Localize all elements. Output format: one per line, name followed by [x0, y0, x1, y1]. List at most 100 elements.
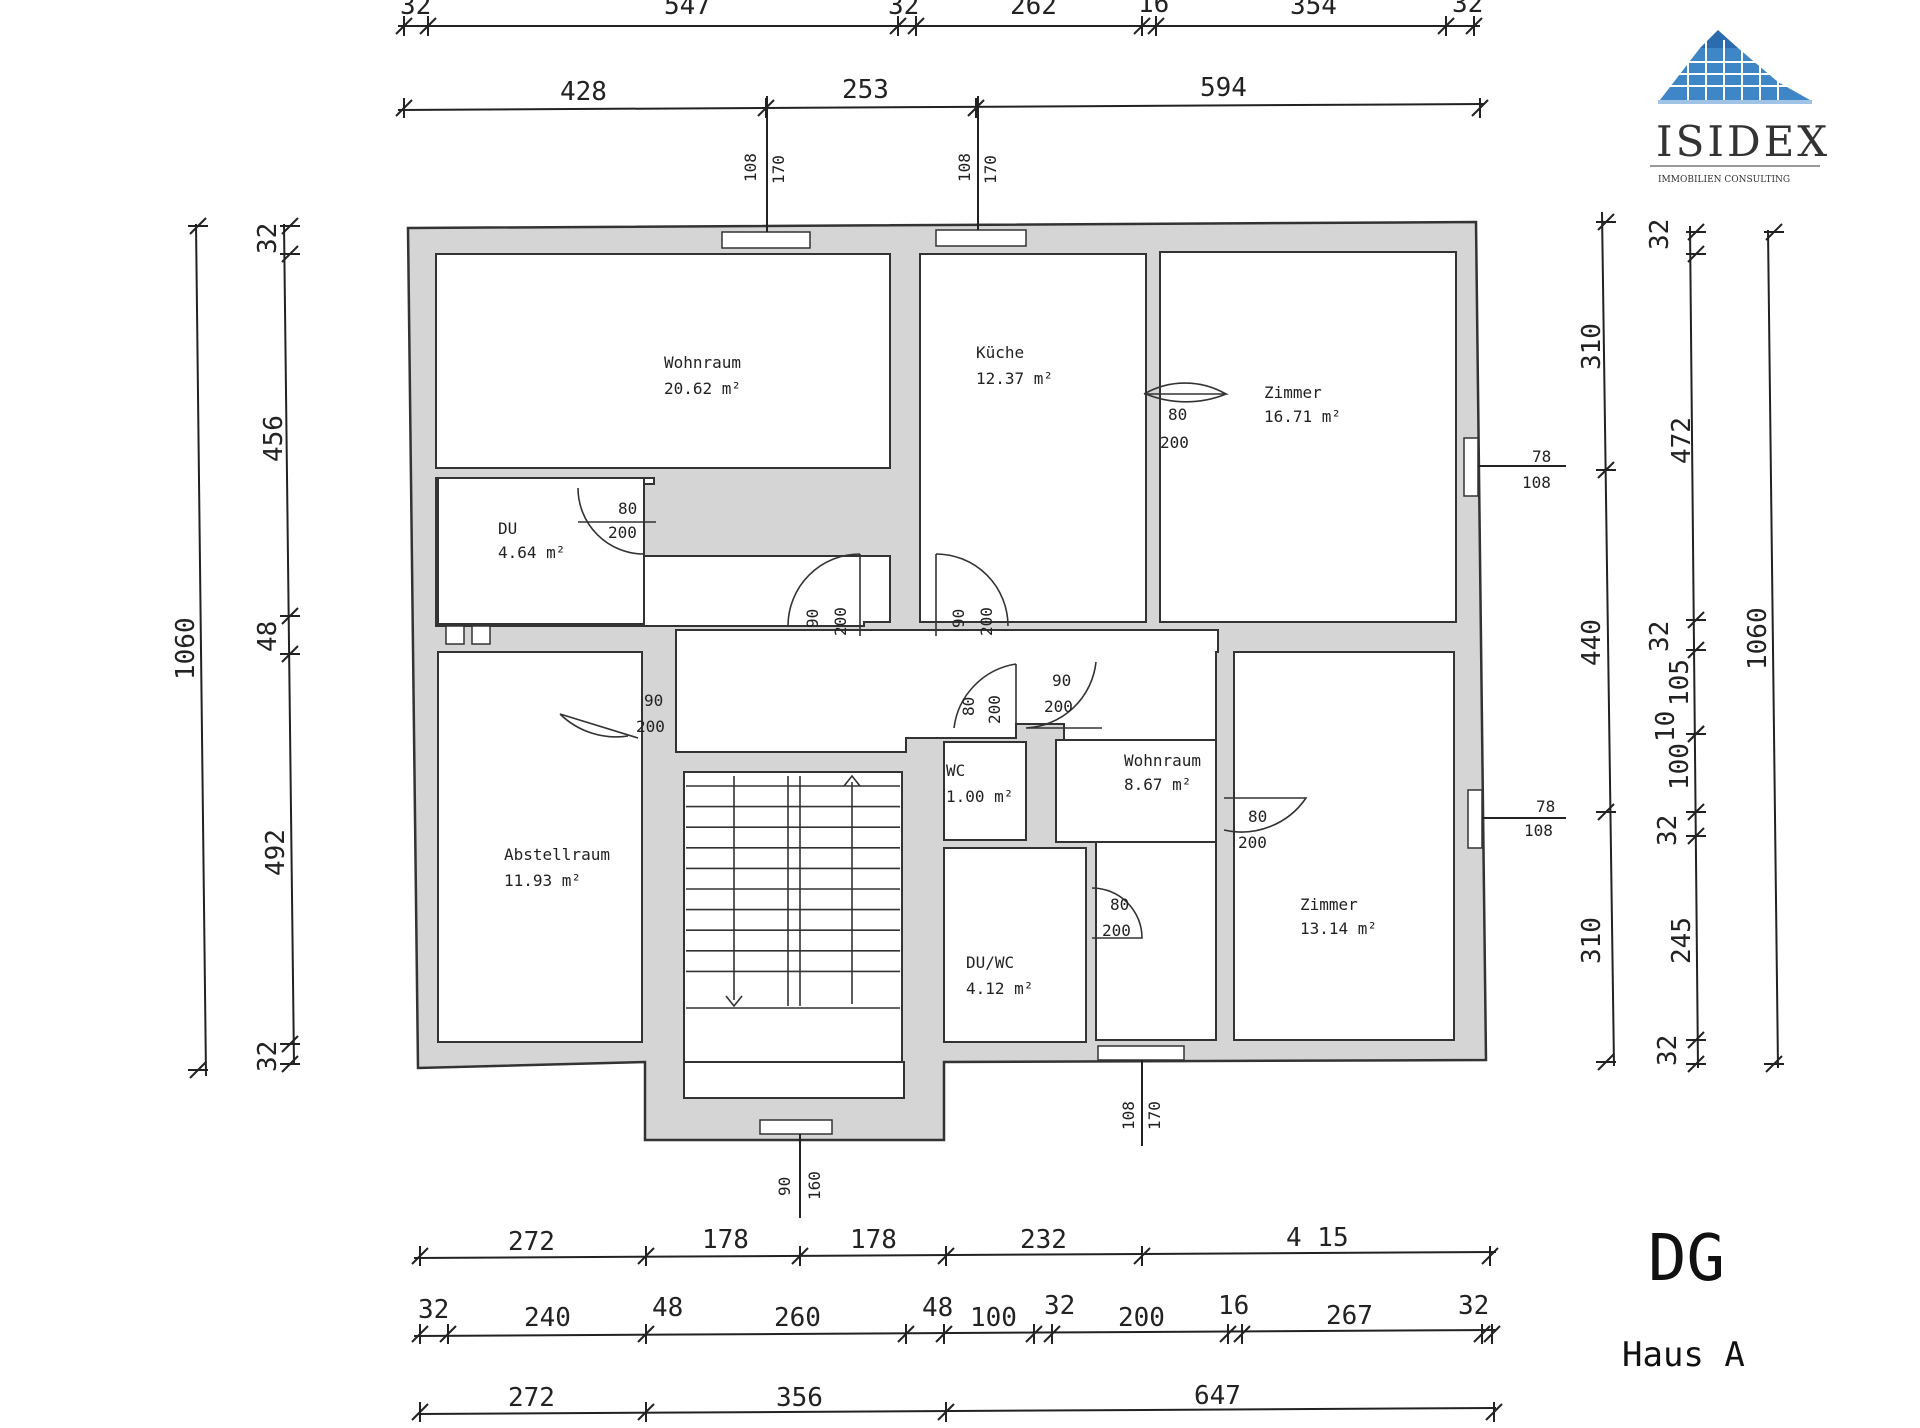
window-top-left-w: 108: [741, 153, 760, 182]
window-top-left-h: 170: [769, 155, 788, 184]
window-right-2-w: 78: [1536, 797, 1555, 816]
dim-left-part-2: 48: [253, 621, 283, 652]
dim-bottom2-9: 267: [1326, 1301, 1373, 1331]
door-zimmer1-w: 80: [1168, 405, 1187, 424]
door-wohnraum-h: 200: [831, 607, 850, 636]
dim-bottom1-1: 178: [702, 1225, 749, 1255]
room-area-zimmer-2: 13.14 m²: [1300, 919, 1377, 938]
dim-right1-1: 440: [1577, 619, 1607, 666]
door-wc-h: 200: [985, 695, 1004, 724]
window-bottom-w: 108: [1119, 1101, 1138, 1130]
window-stair-h: 160: [805, 1171, 824, 1200]
door-wohnraum-w: 90: [803, 609, 822, 628]
dim-left-part-3: 492: [261, 829, 291, 876]
logo-subtitle: IMMOBILIEN CONSULTING: [1658, 175, 1790, 185]
dim-top1-5: 354: [1290, 0, 1337, 21]
window-stair-w: 90: [775, 1177, 794, 1196]
dim-bottom1-4: 4 15: [1286, 1223, 1349, 1253]
dim-left-total: 1060: [171, 617, 201, 680]
dim-right2-5: 100: [1665, 743, 1695, 790]
door-wc-w: 80: [959, 697, 978, 716]
room-label-du: DU: [498, 519, 517, 538]
dim-bottom2-6: 32: [1044, 1291, 1075, 1321]
dim-top1-1: 547: [664, 0, 711, 21]
room-floor-abstellraum: [437, 651, 643, 1043]
windows: [721, 96, 1566, 1218]
dim-top1-2: 32: [888, 0, 919, 21]
door-zimmer2-w: 80: [1248, 807, 1267, 826]
dim-right2-1: 472: [1667, 417, 1697, 464]
room-floor-wc: [943, 741, 1027, 841]
door-wohnraum2-w: 90: [1052, 671, 1071, 690]
dim-right2-8: 32: [1653, 1035, 1683, 1066]
room-label-kueche: Küche: [976, 343, 1024, 362]
room-area-wc: 1.00 m²: [946, 787, 1013, 806]
dim-bottom1-3: 232: [1020, 1225, 1067, 1255]
dim-left-part-4: 32: [253, 1041, 283, 1072]
dim-bottom2-3: 260: [774, 1303, 821, 1333]
window-right-2-h: 108: [1524, 821, 1553, 840]
room-floor-zimmer-2: [1233, 651, 1455, 1041]
dim-left-part-1: 456: [259, 415, 289, 462]
window-top-right-w: 108: [955, 153, 974, 182]
opening-labels: 108 170 108 170 78 108 78 108 108 170 90…: [608, 153, 1555, 1200]
dim-top2-0: 428: [560, 77, 607, 107]
door-duwc-h: 200: [1102, 921, 1131, 940]
level-label: DG: [1648, 1222, 1725, 1296]
dim-bottom3-0: 272: [508, 1383, 555, 1413]
dim-top1-3: 262: [1010, 0, 1057, 21]
building-walls: [406, 220, 1488, 1142]
room-area-kueche: 12.37 m²: [976, 369, 1053, 388]
door-abstell-w: 90: [644, 691, 663, 710]
room-floor-stair: [683, 771, 903, 1063]
room-labels: Wohnraum 20.62 m² Küche 12.37 m² Zimmer …: [498, 343, 1377, 998]
dim-bottom1-0: 272: [508, 1227, 555, 1257]
room-area-du: 4.64 m²: [498, 543, 565, 562]
logo-name: ISIDEX: [1656, 117, 1830, 166]
room-floor-kueche: [919, 253, 1147, 623]
dim-top2-2: 594: [1200, 73, 1247, 103]
room-label-abstellraum: Abstellraum: [504, 845, 610, 864]
room-area-abstellraum: 11.93 m²: [504, 871, 581, 890]
dim-left-part-0: 32: [253, 223, 283, 254]
window-bottom-h: 170: [1145, 1101, 1164, 1130]
room-floor-du-wc: [943, 847, 1087, 1043]
room-label-wohnraum-2: Wohnraum: [1124, 751, 1201, 770]
door-duwc-w: 80: [1110, 895, 1129, 914]
room-floor-du: [437, 477, 645, 625]
room-label-zimmer-2: Zimmer: [1300, 895, 1358, 914]
room-label-wc: WC: [946, 761, 965, 780]
dim-right2-4: 10: [1651, 711, 1681, 742]
room-area-wohnraum: 20.62 m²: [664, 379, 741, 398]
room-label-zimmer-1: Zimmer: [1264, 383, 1322, 402]
window-right-1-w: 78: [1532, 447, 1551, 466]
window-top-right-h: 170: [981, 155, 1000, 184]
dim-bottom2-8: 16: [1218, 1291, 1249, 1321]
dim-bottom2-7: 200: [1118, 1303, 1165, 1333]
dim-top1-6: 32: [1452, 0, 1483, 19]
door-du-h: 200: [608, 523, 637, 542]
house-label: Haus A: [1622, 1335, 1745, 1375]
room-area-zimmer-1: 16.71 m²: [1264, 407, 1341, 426]
dim-right2-0: 32: [1645, 219, 1675, 250]
dim-right1-0: 310: [1577, 323, 1607, 370]
dim-right-total: 1060: [1743, 607, 1773, 670]
dim-right2-7: 245: [1667, 917, 1697, 964]
room-floor-zimmer-1: [1159, 251, 1457, 623]
window-right-1-h: 108: [1522, 473, 1551, 492]
dim-bottom2-0: 32: [418, 1295, 449, 1325]
dim-right2-2: 32: [1645, 621, 1675, 652]
dimension-lines: [187, 15, 1785, 1423]
dim-bottom2-2: 48: [652, 1293, 683, 1323]
door-du-w: 80: [618, 499, 637, 518]
room-label-du-wc: DU/WC: [966, 953, 1014, 972]
dim-right1-2: 310: [1577, 917, 1607, 964]
isidex-logo: ISIDEX IMMOBILIEN CONSULTING: [1650, 30, 1830, 185]
dim-bottom2-10: 32: [1458, 1291, 1489, 1321]
door-zimmer1-h: 200: [1160, 433, 1189, 452]
door-wohnraum2-h: 200: [1044, 697, 1073, 716]
dim-right2-3: 105: [1665, 659, 1695, 706]
dim-bottom3-1: 356: [776, 1383, 823, 1413]
